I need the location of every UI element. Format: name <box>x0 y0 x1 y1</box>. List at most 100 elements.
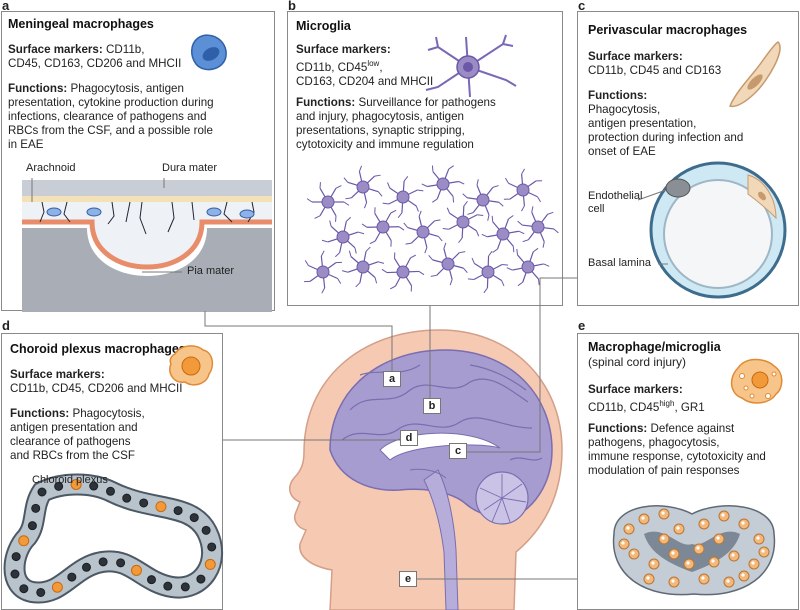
panel-c-markers-label: Surface markers: <box>588 50 683 63</box>
panel-b-functions-line3: presentations, synaptic stripping, <box>296 124 465 137</box>
panel-d-markers-label: Surface markers: <box>10 368 105 381</box>
brain-tag-c: c <box>449 443 467 459</box>
microglia-cell <box>462 179 504 221</box>
brain-tag-d: d <box>400 430 418 446</box>
panel-e-markers-label: Surface markers: <box>588 383 683 396</box>
panel-microglia: Microglia Surface markers: CD11b, CD45lo… <box>287 11 563 306</box>
microglia-cell <box>481 215 525 253</box>
panel-a-functions-line3: infections, clearance of pathogens and <box>8 110 207 123</box>
spinal-macrophage <box>723 576 735 588</box>
microglia-cell <box>343 165 383 209</box>
choroid-plexus-illustration <box>3 473 223 604</box>
microglia-icon <box>425 34 517 98</box>
panel-c-functions: Functions: Phagocytosis, antigen present… <box>588 89 798 159</box>
panel-b-title: Microglia <box>296 19 351 33</box>
choroid-epithelial-cell <box>201 525 211 535</box>
microglia-cell <box>403 210 443 254</box>
panel-b-functions-line2: and injury, phagocytosis, antigen <box>296 110 465 123</box>
spinal-macrophage <box>713 533 725 545</box>
panel-c-functions-line1: Phagocytosis, <box>588 103 661 116</box>
panel-c-markers-line1: CD11b, CD45 and CD163 <box>588 64 722 77</box>
spinal-macrophage <box>738 518 750 530</box>
perivascular-macrophage-icon <box>729 41 781 108</box>
panel-b-markers-sup: low <box>367 59 380 68</box>
panel-d-functions-line3: clearance of pathogens <box>10 435 131 448</box>
spinal-macrophage <box>753 533 765 545</box>
choroid-macrophage <box>155 501 167 513</box>
panel-b-markers-line1: CD11b, CD45 <box>296 60 368 74</box>
spinal-macrophage <box>618 538 630 550</box>
spinal-macrophage <box>698 518 710 530</box>
meninges-illustration <box>22 178 272 312</box>
choroid-epithelial-cell <box>89 481 99 491</box>
panel-c-leader-lines <box>637 189 668 265</box>
choroid-epithelial-cell <box>116 558 126 568</box>
choroid-macrophage <box>130 564 142 576</box>
microglia-cell <box>503 168 543 212</box>
choroid-epithelial-cell <box>81 562 91 572</box>
choroid-epithelial-cell <box>163 581 173 591</box>
connector-c2 <box>467 278 541 453</box>
choroid-epithelial-cell <box>139 498 149 508</box>
panel-a-functions-line2: presentation, cytokine production during <box>8 96 214 109</box>
panel-b-functions: Functions: Surveillance for pathogens an… <box>296 96 558 152</box>
spinal-macrophage <box>738 570 750 582</box>
choroid-macrophage <box>204 558 216 570</box>
panel-spinal-cord-macrophages: Macrophage/microglia (spinal cord injury… <box>577 333 799 610</box>
choroid-epithelial-cell <box>67 572 77 582</box>
panel-d-letter: d <box>2 318 10 333</box>
spinal-macrophage <box>628 548 640 560</box>
panel-a-letter: a <box>2 0 10 13</box>
choroid-epithelial-cell <box>19 584 29 594</box>
spinal-macrophage <box>673 523 685 535</box>
choroid-epithelial-cell <box>11 552 21 562</box>
brain-tag-a: a <box>383 371 401 387</box>
panel-c-letter: c <box>578 0 586 13</box>
microglia-cell <box>428 242 468 286</box>
panel-a-markers: Surface markers: CD11b, CD45, CD163, CD2… <box>8 43 208 71</box>
panel-b-functions-label: Functions: <box>296 96 356 109</box>
choroid-epithelial-cell <box>27 521 37 531</box>
panel-b-letter: b <box>288 0 296 13</box>
panel-d-functions-line4: and RBCs from the CSF <box>10 449 135 462</box>
basal-lamina-label: Basal lamina <box>588 257 651 269</box>
panel-perivascular-macrophages: Perivascular macrophages Surface markers… <box>577 11 799 306</box>
spinal-macrophage <box>648 558 660 570</box>
spinal-macrophage <box>708 556 720 568</box>
microglia-cell <box>304 250 342 294</box>
panel-c-functions-line2: antigen presentation, <box>588 117 697 130</box>
spinal-macrophage <box>758 546 770 558</box>
arachnoid-label: Arachnoid <box>26 162 76 174</box>
spinal-macrophage <box>718 510 730 522</box>
microglia-cell <box>517 206 559 248</box>
panel-a-title: Meningeal macrophages <box>8 17 154 31</box>
panel-c-functions-label: Functions: <box>588 89 648 102</box>
microglia-cell <box>421 165 465 203</box>
choroid-macrophage <box>51 581 63 593</box>
panel-a-functions-label: Functions: <box>8 82 68 95</box>
panel-e-markers-line1: CD11b, CD45 <box>588 400 660 414</box>
panel-c-markers: Surface markers: CD11b, CD45 and CD163 <box>588 50 788 78</box>
panel-a-functions: Functions: Phagocytosis, antigen present… <box>8 82 270 152</box>
spinal-macrophage <box>668 576 680 588</box>
microglia-cell <box>382 176 424 218</box>
connector-a <box>204 311 393 371</box>
endothelial-cell-label-line1: Endothelial <box>588 190 643 202</box>
panel-e-functions-line3: immune response, cytotoxicity and <box>588 450 766 463</box>
spinal-macrophage <box>658 533 670 545</box>
choroid-macrophage <box>70 479 82 491</box>
panel-a-markers-label: Surface markers: <box>8 43 103 56</box>
choroid-epithelial-cell <box>36 587 46 597</box>
panel-d-functions-label: Functions: <box>10 407 70 420</box>
choroid-epithelial-cell <box>98 557 108 567</box>
spinal-macrophage <box>658 508 670 520</box>
panel-b-functions-line1: Surveillance for pathogens <box>358 96 496 109</box>
choroid-epithelial-cell <box>189 513 199 523</box>
spinal-macrophage <box>683 558 695 570</box>
choroid-epithelial-cell <box>31 503 41 513</box>
panel-b-markers-label: Surface markers: <box>296 43 391 56</box>
spinal-macrophage <box>728 550 740 562</box>
choroid-plexus-label: Chloroid plexus <box>32 474 108 486</box>
panel-e-markers: Surface markers: CD11b, CD45high, GR1 <box>588 383 788 415</box>
